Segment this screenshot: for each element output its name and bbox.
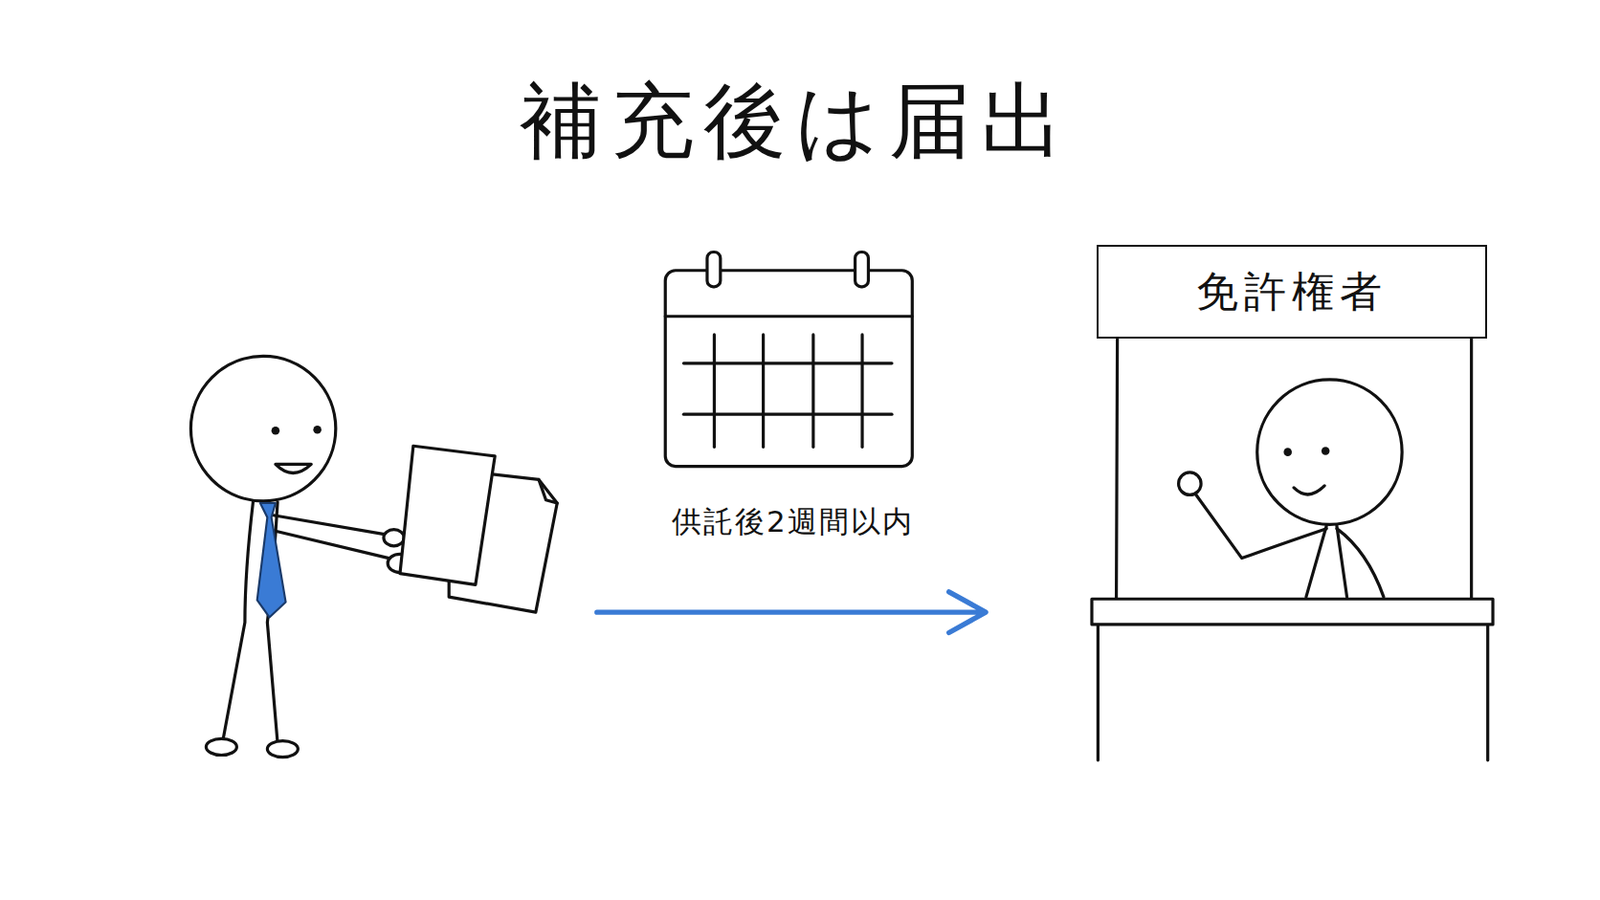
time-limit-label: 供託後2週間以内 [671, 502, 914, 543]
title: 補充後は届出 [519, 66, 1073, 178]
document [400, 445, 495, 585]
booth-post [1116, 338, 1118, 600]
person-body [222, 502, 253, 744]
booth-counter [1091, 599, 1493, 625]
flow-arrow [597, 592, 986, 634]
node-text: 免許権者 [1196, 264, 1388, 321]
calendar-icon [665, 270, 912, 467]
person-head [190, 355, 335, 501]
clerk-head [1257, 379, 1402, 525]
sign-board: 免許権者 [1096, 244, 1488, 339]
